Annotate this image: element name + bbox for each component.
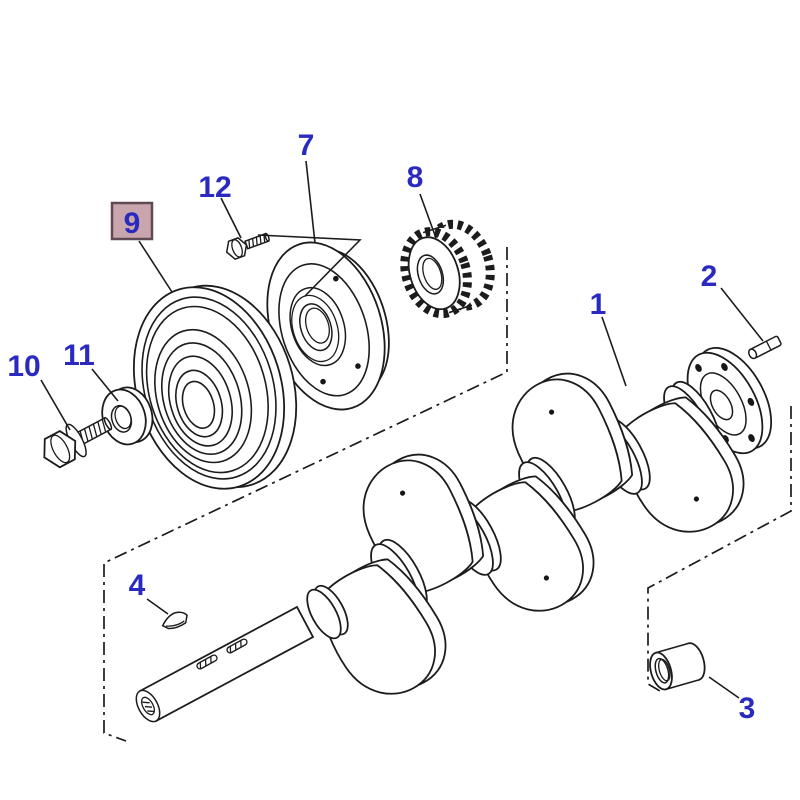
- counterweight-5: [603, 384, 761, 552]
- hub-bore: [299, 303, 333, 352]
- gear-teeth-front: [400, 227, 472, 319]
- leader-4: [146, 598, 169, 615]
- crankshaft-pulley-highlighted[interactable]: [110, 265, 320, 510]
- callout-9[interactable]: 9: [124, 207, 141, 240]
- hub-holes: [320, 275, 361, 385]
- leader-9: [138, 240, 173, 293]
- counterweight-2: [343, 438, 501, 606]
- leader-1: [601, 316, 627, 387]
- boundary-line-pulley-group: [103, 247, 508, 742]
- counterweight-3: [453, 463, 611, 631]
- callout-1[interactable]: 1: [590, 288, 607, 321]
- washer[interactable]: [95, 382, 159, 450]
- keyway-slot-1: [196, 654, 218, 670]
- leader-lines: [40, 160, 764, 699]
- nose-tip: [135, 689, 161, 723]
- bolt-hex-head: [43, 430, 77, 469]
- callout-12[interactable]: 12: [198, 171, 231, 204]
- woodruff-key[interactable]: [161, 610, 189, 630]
- callout-labels: 9 12 7 8 1 2 10 11 4 3: [7, 129, 755, 725]
- crankshaft[interactable]: [131, 335, 786, 726]
- crankshaft-nose: [135, 605, 315, 723]
- dowel-pin[interactable]: [747, 335, 782, 360]
- callout-9-highlight-box[interactable]: [110, 201, 154, 241]
- pulley-belt-grooves: [160, 342, 243, 456]
- leader-10: [40, 379, 71, 431]
- leader-3: [708, 676, 740, 699]
- counterweight-4: [492, 357, 650, 525]
- bolt-12-pointer: [257, 234, 362, 297]
- callout-7[interactable]: 7: [298, 129, 315, 162]
- leader-8: [419, 193, 437, 239]
- damper-bolt[interactable]: [223, 228, 271, 261]
- pulley-face-recess: [154, 328, 253, 464]
- callout-10[interactable]: 10: [7, 350, 40, 383]
- seal-journal: [306, 584, 349, 640]
- boundary-line-bushing-group: [647, 406, 792, 692]
- leader-2: [720, 287, 764, 342]
- thread-hatching: [248, 234, 266, 249]
- pilot-bushing[interactable]: [646, 641, 708, 692]
- leader-7: [305, 160, 316, 244]
- callout-4[interactable]: 4: [129, 569, 146, 602]
- callout-8[interactable]: 8: [407, 161, 424, 194]
- keyway-slot-2: [226, 638, 248, 654]
- callout-3[interactable]: 3: [739, 692, 756, 725]
- leader-12: [220, 197, 242, 239]
- callout-2[interactable]: 2: [701, 260, 718, 293]
- gear-teeth-rear: [423, 219, 495, 311]
- tip-bore-hatching: [142, 701, 155, 713]
- timing-gear[interactable]: [395, 216, 501, 322]
- pulley-hub-damper[interactable]: [247, 226, 410, 425]
- pulley-bolt[interactable]: [36, 407, 118, 474]
- leader-11: [91, 368, 119, 402]
- callout-11[interactable]: 11: [63, 339, 95, 372]
- boundary-lines: [103, 247, 792, 742]
- highlight-callout-box-group: [110, 201, 154, 241]
